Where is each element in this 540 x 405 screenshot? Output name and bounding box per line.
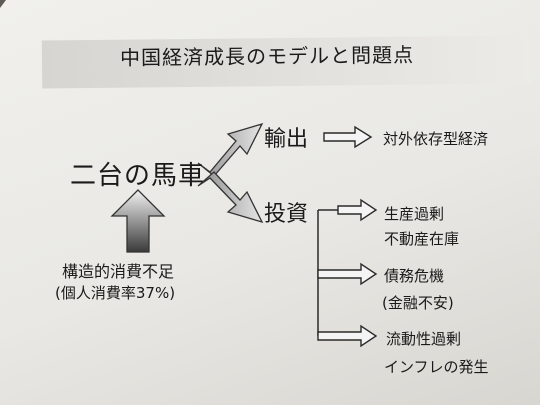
investment-result-2-line2: (金融不安) [382, 294, 454, 312]
export-result-arrow [323, 125, 373, 149]
center-label: 二台の馬車 [70, 161, 206, 191]
investment-result-2-line1: 債務危機 [384, 267, 445, 285]
investment-result-arrow-2 [317, 262, 378, 286]
export-result: 対外依存型経済 [383, 130, 489, 148]
investment-result-3-line1: 流動性過剰 [386, 330, 462, 348]
export-label: 輸出 [264, 127, 309, 152]
fork-arrow-down [197, 171, 264, 224]
investment-result-arrow-3 [317, 324, 378, 348]
investment-result-arrow-1 [337, 198, 378, 222]
investment-result-1-line1: 生産過剰 [384, 205, 445, 223]
fork-arrow-up [197, 122, 264, 177]
investment-result-1-line2: 不動産在庫 [384, 230, 460, 248]
up-arrow [110, 189, 166, 253]
cause-label: 構造的消費不足 [62, 262, 175, 281]
cause-sub: (個人消費率37%) [55, 284, 176, 302]
investment-label: 投資 [264, 202, 309, 227]
investment-result-3-line2: インフレの発生 [384, 358, 489, 376]
